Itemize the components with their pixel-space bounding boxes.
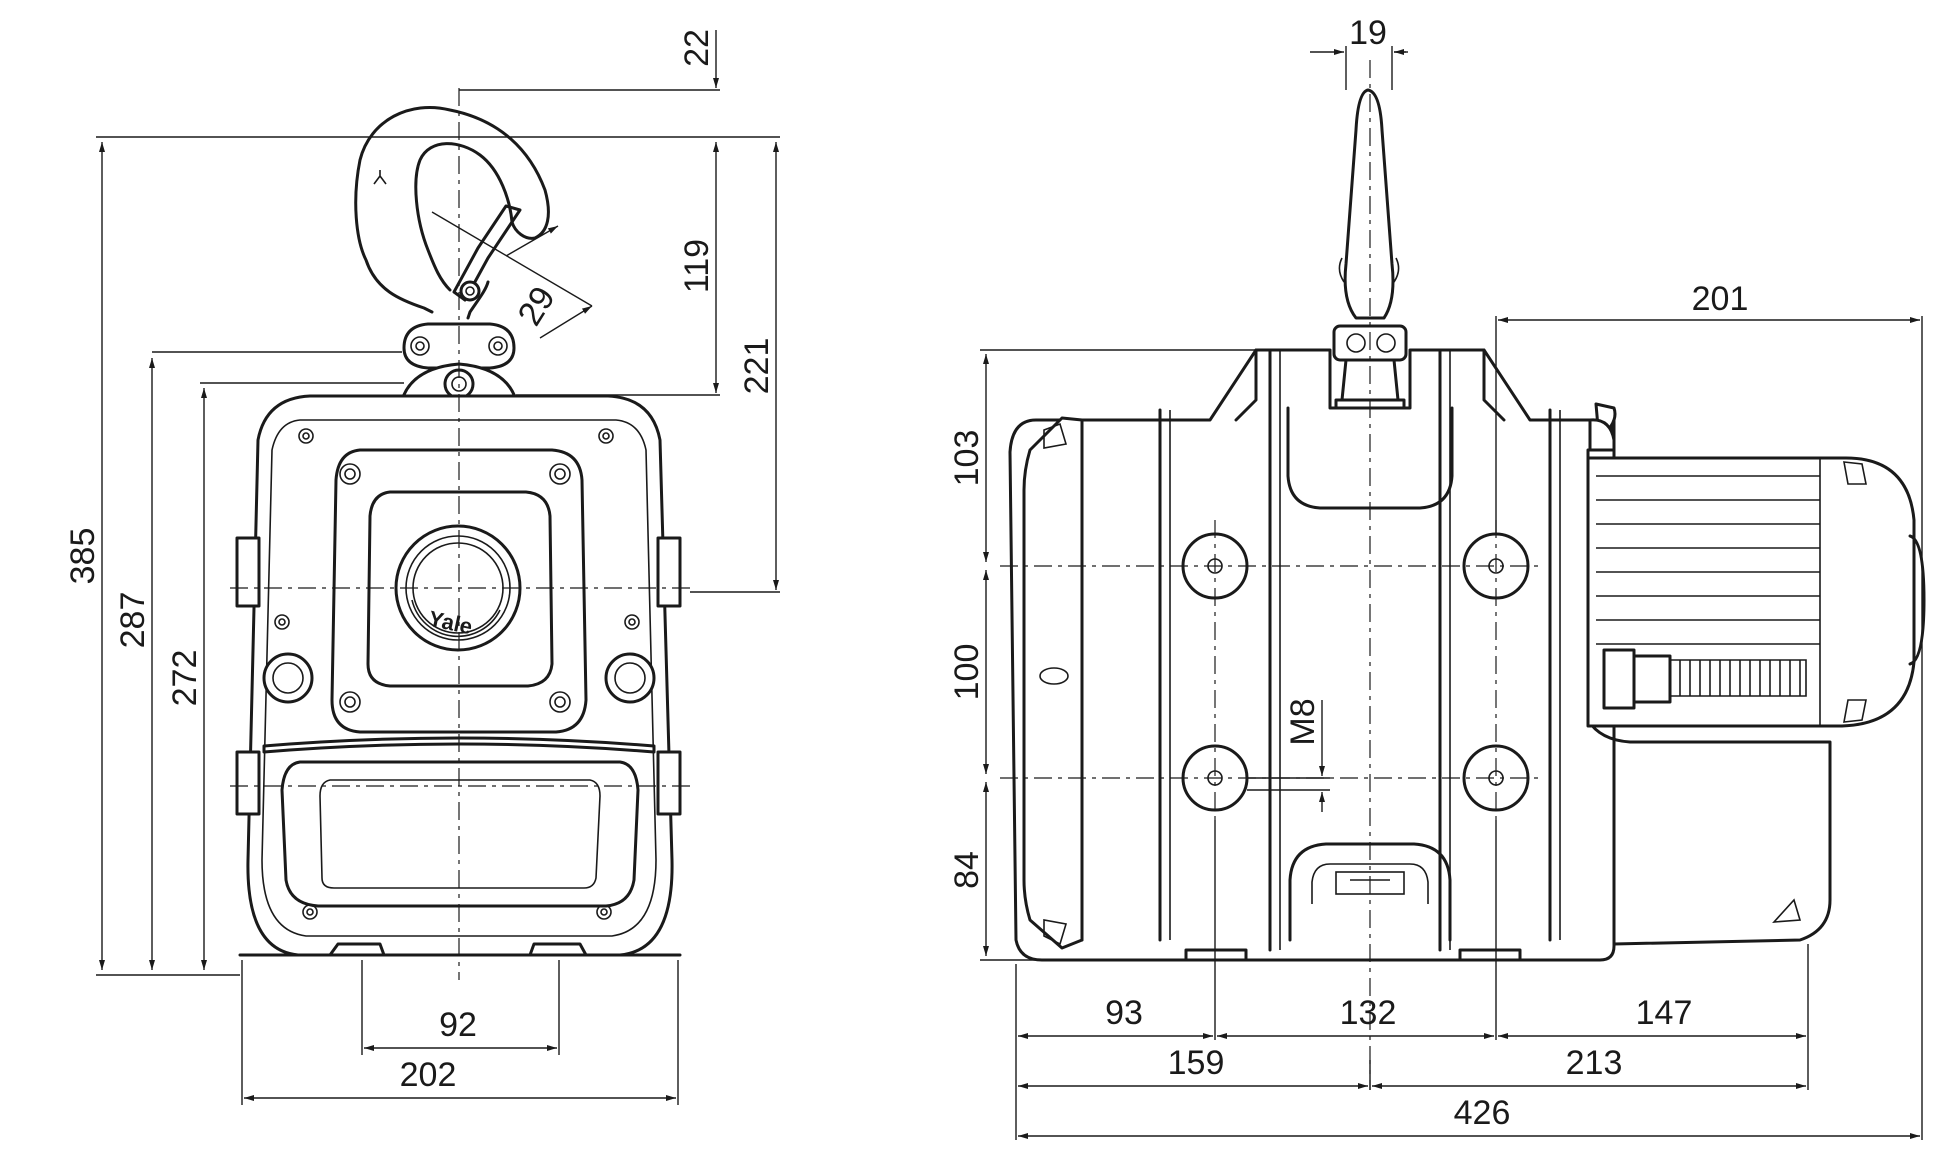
hook-side [1332,88,1408,410]
dim-overall-length: 426 [1454,1094,1511,1132]
dim-hook-opening: 29 [511,280,563,332]
hoist-body-side [1008,348,1926,962]
dim-overall-height: 385 [64,528,102,585]
side-dimensions: 19 103 100 84 M8 201 93 132 147 159 213 … [948,14,1923,1140]
dim-bolt-to-right: 147 [1636,994,1693,1032]
hook [354,105,550,402]
dim-bolt-to-bolt: 132 [1340,994,1397,1032]
dim-height-to-suspension: 287 [114,592,152,649]
dim-top-to-bolt: 103 [948,430,986,487]
dim-body-height: 272 [166,650,204,707]
front-view: Yale [64,29,780,1105]
dim-bolt-spacing: 100 [948,644,986,701]
dim-width: 202 [400,1056,457,1094]
dim-left-to-bolt: 93 [1105,994,1143,1032]
dim-hook-to-center: 221 [738,338,776,395]
front-bolts [274,428,640,920]
side-view: 19 103 100 84 M8 201 93 132 147 159 213 … [948,14,1926,1140]
dim-hook-top-offset: 22 [678,29,716,67]
dim-hook-width: 19 [1349,14,1387,52]
dim-hook-length: 119 [678,239,716,293]
dim-bolt-to-bottom: 84 [948,851,986,889]
cooling-fins [1596,475,1820,645]
dim-left-to-center: 159 [1168,1044,1225,1082]
dim-thread: M8 [1284,698,1322,745]
dim-center-to-right: 213 [1566,1044,1623,1082]
dim-motor-length: 201 [1692,280,1749,318]
dim-foot-spacing: 92 [439,1006,477,1044]
